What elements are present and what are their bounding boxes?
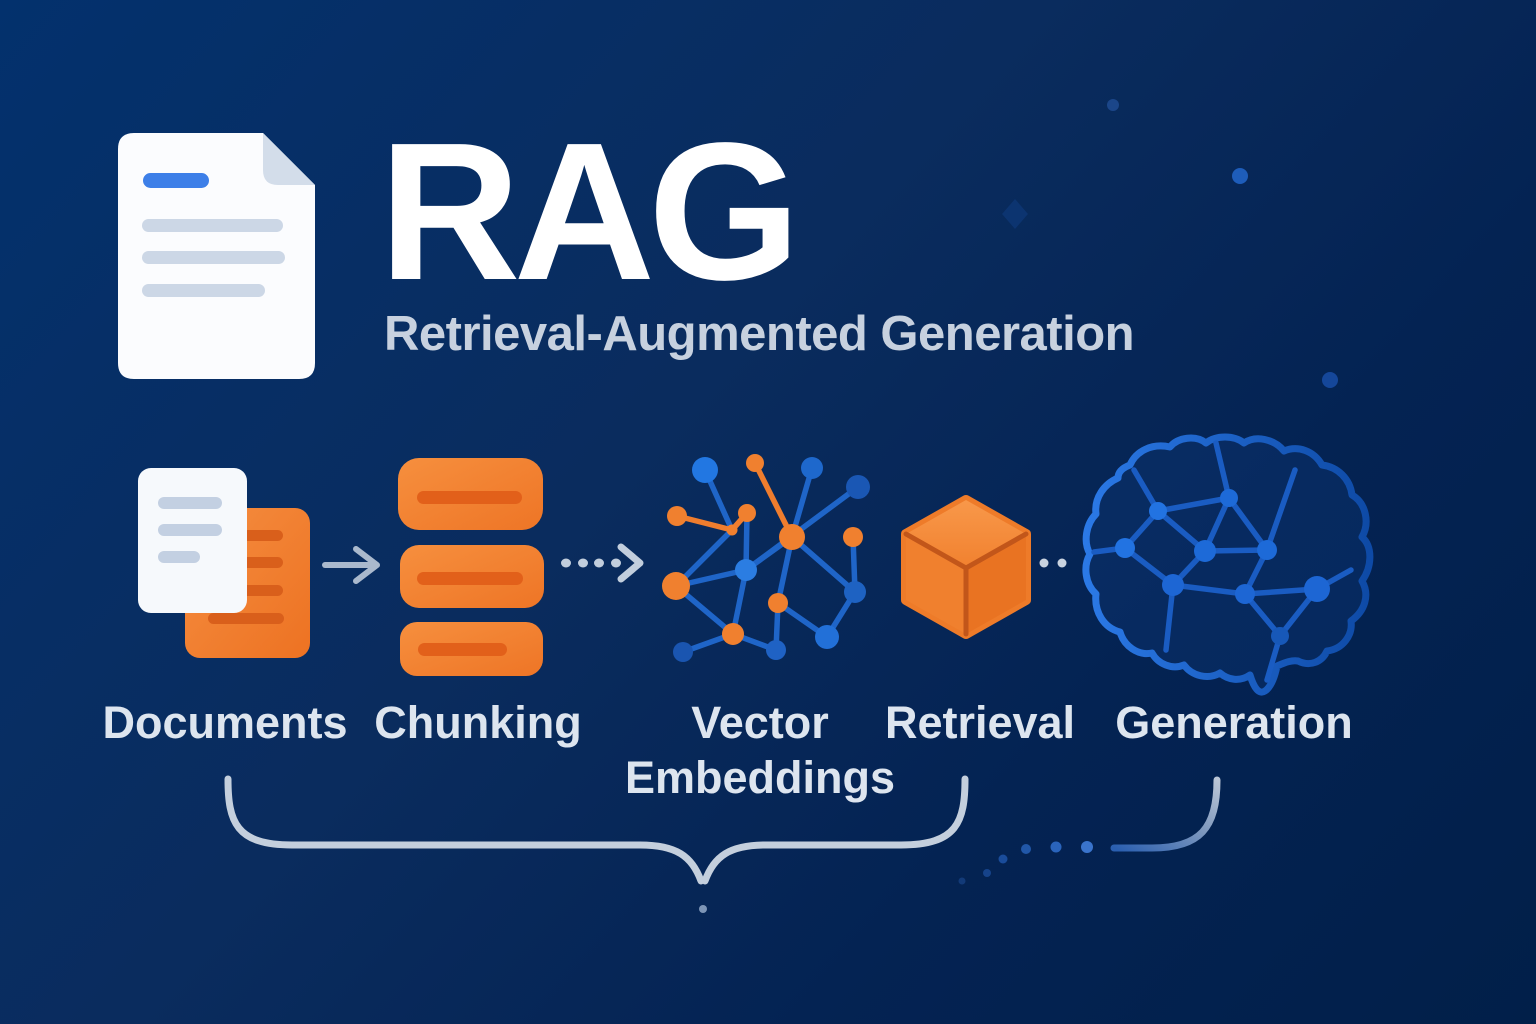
arrow-chunking-embeddings: [561, 543, 644, 583]
arrow-documents-chunking: [322, 546, 380, 584]
brace-dot-trail: [958, 841, 1093, 885]
stage-label-retrieval: Retrieval: [884, 697, 1076, 748]
document-icon: [118, 133, 315, 379]
brace-tip-dot: [699, 905, 707, 913]
generation-brain-icon: [1082, 433, 1374, 696]
stage-label-vector-embeddings: Vector Embeddings: [624, 697, 896, 803]
generation-brace-fragment: [1110, 776, 1221, 852]
dots-retrieval-generation: [1039, 558, 1067, 568]
decorative-dots: [1002, 99, 1338, 388]
chunking-icon: [398, 458, 544, 676]
page-title: RAG: [379, 102, 801, 321]
stage-label-generation: Generation: [1115, 697, 1353, 748]
group-brace: [224, 775, 969, 885]
documents-icon: [138, 468, 310, 658]
page-subtitle: Retrieval-Augmented Generation: [384, 307, 1135, 361]
vector-embeddings-icon: [662, 454, 870, 662]
stage-label-documents: Documents: [102, 697, 348, 748]
stage-label-chunking: Chunking: [374, 697, 582, 748]
retrieval-cube-icon: [901, 495, 1031, 639]
